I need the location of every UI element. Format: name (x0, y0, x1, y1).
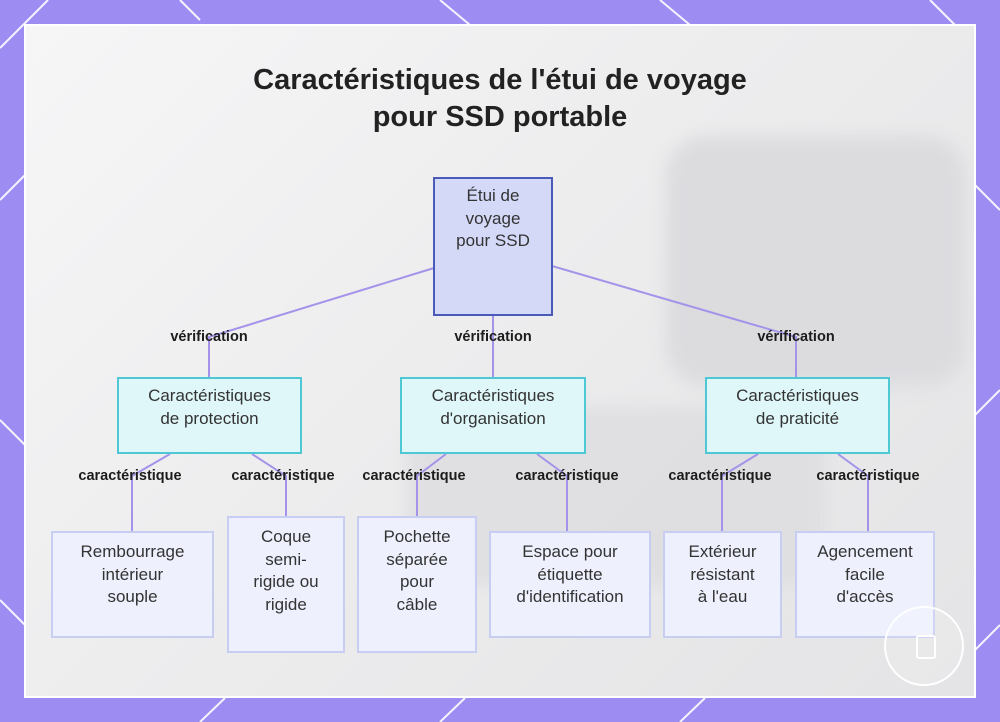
root-line: Étui de (466, 186, 520, 205)
document-icon (916, 635, 936, 659)
branch-line: de praticité (755, 408, 840, 428)
background-shape (666, 136, 966, 386)
edge-label-verification: vérification (454, 329, 532, 345)
branch-line: Caractéristiques (431, 386, 555, 405)
leaf-line: intérieur (101, 564, 164, 584)
root-node: Étui de voyage pour SSD (433, 177, 553, 316)
leaf-line: résistant (690, 564, 755, 584)
edge-label-caracteristique: caractéristique (668, 468, 772, 484)
leaf-line: Rembourrage (80, 542, 185, 561)
leaf-line: câble (396, 594, 438, 614)
logo-badge-icon (884, 606, 964, 686)
leaf-line: à l'eau (697, 587, 748, 606)
leaf-line: semi- (265, 549, 307, 569)
connector-protection-leaf1 (131, 453, 171, 531)
leaf-node-pochette: Pochette séparée pour câble (357, 516, 477, 653)
branch-node-praticite: Caractéristiques de praticité (705, 377, 890, 454)
leaf-line: Coque (260, 527, 312, 546)
connector-praticite-leaf6 (837, 453, 869, 531)
leaf-line: étiquette (537, 564, 603, 584)
leaf-line: Extérieur (688, 542, 757, 561)
root-line: pour SSD (456, 231, 530, 250)
connector-organisation-leaf4 (536, 453, 568, 531)
connector-praticite-leaf5 (721, 453, 759, 531)
connector-organisation-leaf3 (416, 453, 447, 516)
branch-line: de protection (160, 408, 259, 428)
edge-label-caracteristique: caractéristique (78, 468, 182, 484)
leaf-line: souple (107, 587, 158, 606)
branch-line: Caractéristiques (736, 386, 859, 405)
title-line-2: pour SSD portable (372, 101, 628, 133)
connector-protection-leaf2 (251, 453, 287, 516)
leaf-line: rigide (265, 594, 307, 614)
leaf-node-rembourrage: Rembourrage intérieur souple (51, 531, 214, 638)
leaf-line: Pochette (383, 527, 451, 546)
title-line-1: Caractéristiques de l'étui de voyage (253, 64, 747, 96)
edge-label-caracteristique: caractéristique (231, 468, 335, 484)
branch-node-protection: Caractéristiques de protection (117, 377, 302, 454)
leaf-node-exterieur: Extérieur résistant à l'eau (663, 531, 782, 638)
connector-root-praticite (551, 265, 797, 377)
leaf-line: séparée (386, 549, 448, 569)
root-line: voyage (465, 208, 521, 228)
edge-label-caracteristique: caractéristique (362, 468, 466, 484)
leaf-line: Agencement (817, 542, 913, 561)
leaf-line: facile (845, 564, 885, 584)
leaf-node-etiquette: Espace pour étiquette d'identification (489, 531, 651, 638)
branch-line: d'organisation (440, 408, 546, 428)
connector-root-protection (208, 267, 435, 377)
branch-node-organisation: Caractéristiques d'organisation (400, 377, 586, 454)
leaf-line: pour (399, 572, 434, 591)
edge-label-verification: vérification (170, 329, 248, 345)
edge-label-caracteristique: caractéristique (816, 468, 920, 484)
diagram-title: Caractéristiques de l'étui de voyage pou… (0, 62, 1000, 136)
edge-label-verification: vérification (757, 329, 835, 345)
leaf-line: rigide ou (253, 572, 319, 591)
leaf-line: Espace pour (522, 542, 618, 561)
leaf-line: d'identification (516, 587, 624, 606)
edge-label-caracteristique: caractéristique (515, 468, 619, 484)
branch-line: Caractéristiques (148, 386, 271, 405)
leaf-line: d'accès (836, 587, 894, 606)
leaf-node-coque: Coque semi- rigide ou rigide (227, 516, 345, 653)
